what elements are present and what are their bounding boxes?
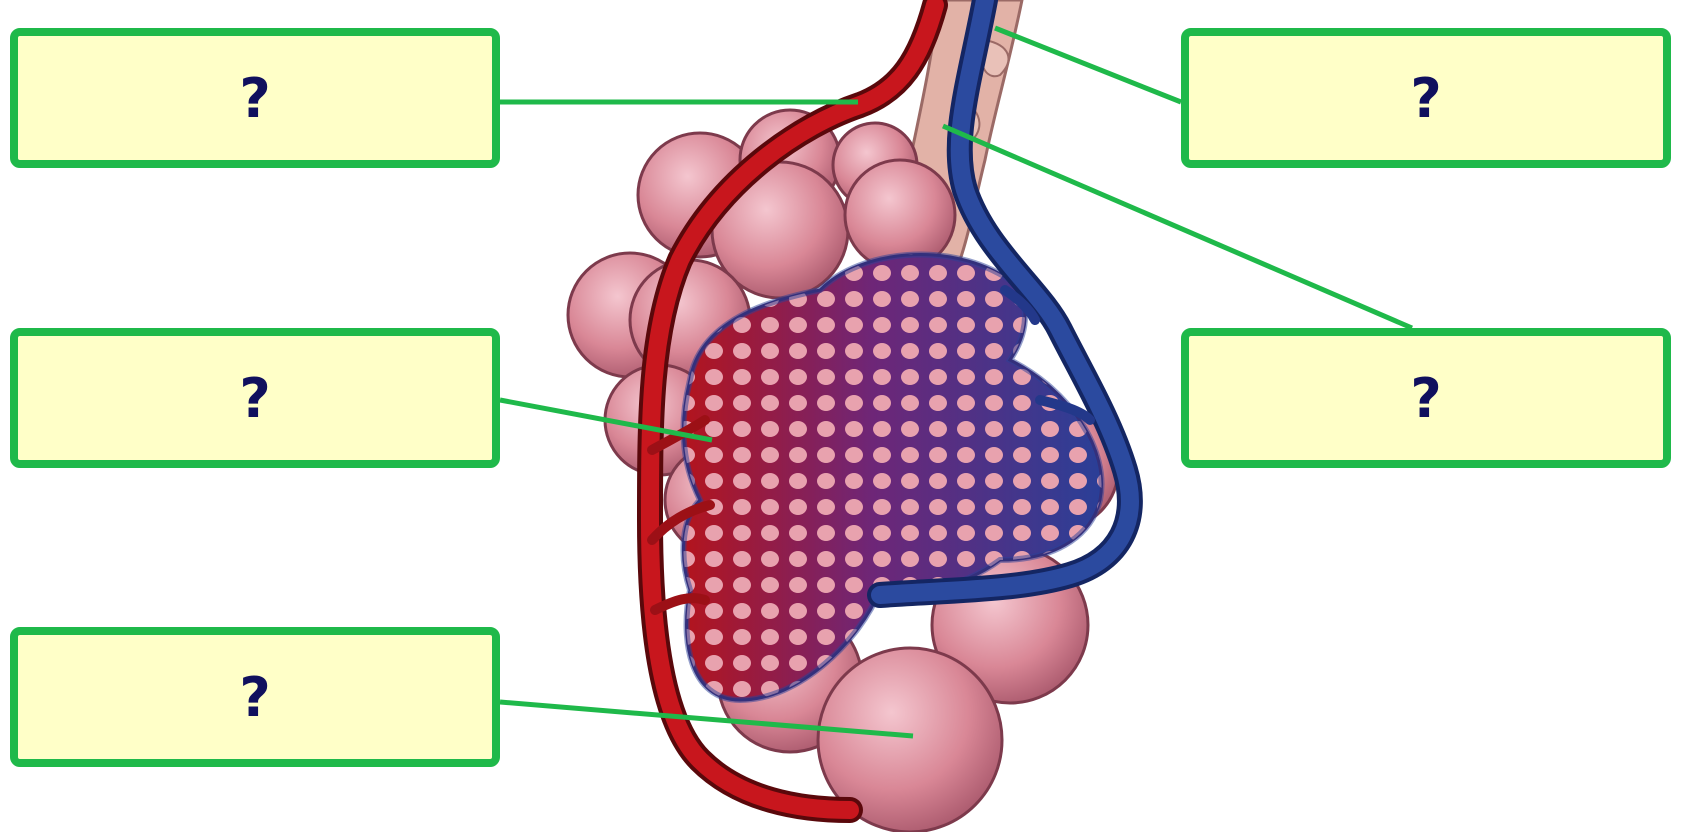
label-box-top-right[interactable]: ? — [1181, 28, 1671, 168]
label-box-bottom-left[interactable]: ? — [10, 627, 500, 767]
label-text: ? — [239, 666, 270, 729]
label-text: ? — [1410, 67, 1441, 130]
label-box-top-left[interactable]: ? — [10, 28, 500, 168]
leader-line-top-right — [995, 28, 1181, 102]
label-text: ? — [1410, 367, 1441, 430]
label-text: ? — [239, 367, 270, 430]
label-text: ? — [239, 67, 270, 130]
label-box-middle-right[interactable]: ? — [1181, 328, 1671, 468]
label-box-middle-left[interactable]: ? — [10, 328, 500, 468]
